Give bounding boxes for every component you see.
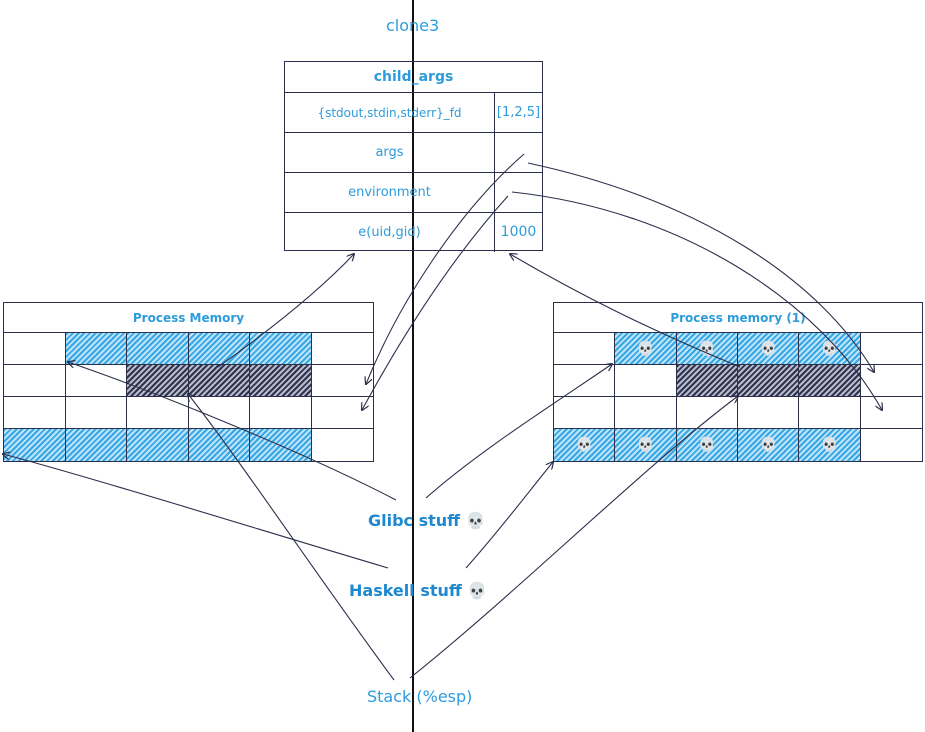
process-memory-left: Process Memory [3, 302, 374, 462]
memory-right-cell [676, 365, 738, 397]
memory-right-cell: 💀 [676, 333, 738, 365]
haskell-label: Haskell stuff 💀 [349, 581, 487, 600]
row-value: [1,2,5] [494, 93, 542, 133]
skull-icon: 💀 [465, 511, 486, 530]
memory-right-cell: 💀 [799, 429, 861, 461]
child-args-row-environment: environment [285, 172, 542, 213]
memory-right-cell [860, 365, 922, 397]
row-value: 1000 [494, 213, 542, 252]
memory-right-cell: 💀 [738, 333, 800, 365]
memory-left-cell [65, 333, 127, 365]
memory-left-cell [4, 397, 66, 429]
memory-right-cell [615, 365, 677, 397]
memory-left-cell [311, 365, 373, 397]
memory-right-cell: 💀 [676, 429, 738, 461]
skull-icon: 💀 [636, 340, 655, 357]
arrow-haskell-left [3, 454, 389, 569]
skull-icon: 💀 [636, 437, 655, 453]
skull-icon: 💀 [759, 340, 777, 357]
arrow-env-right [511, 191, 882, 410]
memory-left-cell [188, 397, 250, 429]
memory-left-cell [250, 397, 312, 429]
memory-left-cell [188, 333, 250, 365]
arrow-glibc-right [425, 364, 612, 499]
memory-right-cell [799, 397, 861, 429]
arrow-args-right [527, 162, 874, 372]
arrow-left-grid-to-childargs [217, 254, 354, 368]
memory-right-cell: 💀 [554, 429, 616, 461]
memory-right-cell: 💀 [615, 333, 677, 365]
memory-right-cell: 💀 [615, 429, 677, 461]
skull-icon: 💀 [575, 437, 593, 453]
child-args-row-args: args [285, 132, 542, 173]
memory-left-cell [4, 365, 66, 397]
memory-left-cell [65, 429, 127, 461]
row-value [494, 173, 542, 213]
child-args-table: child_args {stdout,stdin,stderr}_fd [1,2… [284, 61, 543, 252]
memory-right-cell [615, 397, 677, 429]
process-memory-left-title: Process Memory [4, 303, 373, 333]
glibc-label: Glibc stuff 💀 [368, 511, 486, 530]
memory-left-cell [127, 333, 189, 365]
memory-right-cell [554, 365, 616, 397]
memory-left-cell [127, 429, 189, 461]
memory-right-cell [860, 397, 922, 429]
memory-left-cell [127, 397, 189, 429]
center-divider [412, 0, 414, 732]
child-args-header: child_args [373, 69, 454, 85]
arrow-haskell-right [465, 462, 553, 569]
row-name: environment [348, 185, 431, 200]
memory-left-cell [127, 365, 189, 397]
arrow-right-grid-to-childargs [510, 254, 741, 368]
memory-right-cell [799, 365, 861, 397]
memory-left-cell [65, 365, 127, 397]
memory-left-cell [188, 429, 250, 461]
arrow-stack-left [188, 394, 395, 681]
process-memory-right-title: Process memory (1) [554, 303, 922, 333]
memory-left-cell [250, 333, 312, 365]
glibc-label-text: Glibc stuff [368, 511, 461, 530]
haskell-label-text: Haskell stuff [349, 581, 462, 600]
skull-icon: 💀 [759, 437, 777, 453]
clone3-title: clone3 [386, 16, 440, 35]
skull-icon: 💀 [698, 340, 716, 357]
row-value [494, 133, 542, 173]
memory-left-cell [250, 365, 312, 397]
arrow-glibc-left [68, 362, 397, 501]
memory-right-cell [676, 397, 738, 429]
memory-left-cell [188, 365, 250, 397]
row-name: {stdout,stdin,stderr}_fd [317, 106, 462, 120]
memory-left-cell [4, 333, 66, 365]
memory-left-cell [250, 429, 312, 461]
memory-right-cell [738, 365, 800, 397]
arrow-stack-right [409, 396, 738, 679]
memory-right-cell [554, 333, 616, 365]
row-name: e(uid,gid) [358, 225, 421, 240]
process-memory-right: Process memory (1) 💀💀💀💀💀💀💀💀💀 [553, 302, 923, 462]
memory-right-cell [738, 397, 800, 429]
memory-left-cell [4, 429, 66, 461]
skull-icon: 💀 [698, 437, 716, 453]
child-args-row-euid: e(uid,gid) 1000 [285, 212, 542, 252]
memory-right-cell: 💀 [738, 429, 800, 461]
memory-right-cell [554, 397, 616, 429]
skull-icon: 💀 [820, 437, 839, 453]
memory-left-cell [311, 397, 373, 429]
row-name: args [375, 145, 404, 160]
arrow-args-left [366, 153, 525, 384]
memory-right-cell [860, 333, 922, 365]
stack-label: Stack (%esp) [367, 687, 473, 706]
memory-left-cell [65, 397, 127, 429]
child-args-row-fds: {stdout,stdin,stderr}_fd [1,2,5] [285, 92, 542, 133]
skull-icon: 💀 [467, 581, 488, 600]
arrow-env-left [362, 195, 509, 410]
memory-left-cell [311, 333, 373, 365]
